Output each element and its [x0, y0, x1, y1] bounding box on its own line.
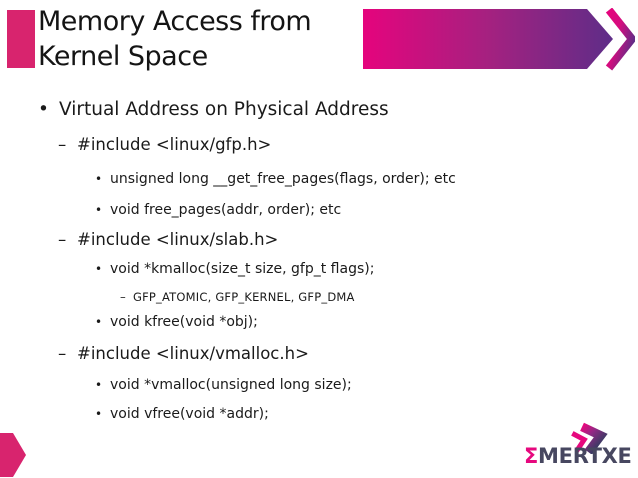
page-title: Memory Access from Kernel Space: [38, 4, 312, 74]
title-accent-bar: [7, 10, 35, 68]
banner-arrow-shape: [363, 9, 613, 69]
list-item-text: #include <linux/slab.h>: [77, 230, 279, 249]
company-logo: ΣMERTXE: [524, 420, 636, 472]
list-item: – #include <linux/slab.h>: [58, 229, 618, 250]
page-title-line2: Kernel Space: [38, 41, 208, 72]
bullet-icon: •: [95, 315, 103, 329]
list-item-text: void free_pages(addr, order); etc: [110, 202, 342, 218]
list-item: – #include <linux/gfp.h>: [58, 134, 618, 155]
list-item-text: void kfree(void *obj);: [110, 314, 258, 330]
list-item-text: void *kmalloc(size_t size, gfp_t flags);: [110, 261, 375, 277]
logo-name-text: MERTXE: [538, 444, 632, 468]
bullet-icon: •: [95, 378, 103, 392]
list-item: • Virtual Address on Physical Address: [38, 98, 618, 122]
logo-wordmark: ΣMERTXE: [524, 444, 632, 468]
dash-bullet-icon: –: [58, 135, 67, 154]
list-item-text: #include <linux/vmalloc.h>: [77, 344, 309, 363]
list-item: • void vfree(void *addr);: [95, 405, 618, 423]
list-item-text: GFP_ATOMIC, GFP_KERNEL, GFP_DMA: [133, 290, 355, 304]
bullet-icon: •: [95, 203, 103, 217]
slide-body: • Virtual Address on Physical Address – …: [38, 92, 618, 423]
list-item: • void *kmalloc(size_t size, gfp_t flags…: [95, 260, 618, 278]
bullet-icon: •: [38, 99, 49, 120]
corner-arrow-graphic: [0, 433, 26, 477]
list-item: • void kfree(void *obj);: [95, 313, 618, 331]
page-title-line1: Memory Access from: [38, 6, 312, 37]
dash-bullet-icon: –: [58, 344, 67, 363]
bullet-icon: •: [95, 262, 103, 276]
list-item-text: Virtual Address on Physical Address: [59, 99, 389, 120]
list-item: – #include <linux/vmalloc.h>: [58, 343, 618, 364]
list-item: • void free_pages(addr, order); etc: [95, 201, 618, 219]
list-item: • void *vmalloc(unsigned long size);: [95, 376, 618, 394]
dash-bullet-icon: –: [58, 230, 67, 249]
bullet-icon: •: [95, 172, 103, 186]
list-item-text: #include <linux/gfp.h>: [77, 135, 272, 154]
list-item-text: void vfree(void *addr);: [110, 406, 269, 422]
header-banner-graphic: [363, 8, 635, 71]
logo-sigma-glyph: Σ: [524, 444, 539, 468]
dash-bullet-icon: –: [120, 290, 126, 304]
bullet-icon: •: [95, 407, 103, 421]
logo-chevron-icon: [571, 422, 608, 454]
corner-arrow-shape: [0, 433, 26, 477]
list-item: • unsigned long __get_free_pages(flags, …: [95, 170, 618, 188]
list-item-text: unsigned long __get_free_pages(flags, or…: [110, 171, 456, 187]
banner-chevron-icon: [605, 8, 635, 71]
list-item-text: void *vmalloc(unsigned long size);: [110, 377, 352, 393]
list-item: – GFP_ATOMIC, GFP_KERNEL, GFP_DMA: [120, 290, 618, 305]
